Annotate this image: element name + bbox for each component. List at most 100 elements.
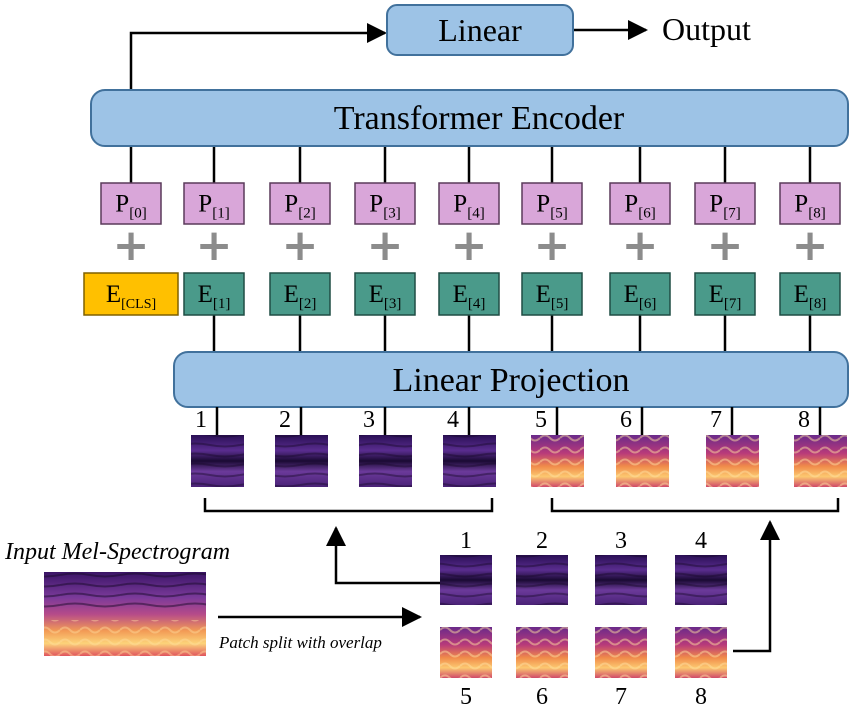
patch-number-label: 6: [620, 407, 632, 433]
embedding-token-3: E[3]: [354, 272, 416, 316]
split-patch-8: [675, 627, 727, 678]
input-mel-spectrogram: [44, 572, 206, 656]
position-token-6: P[6]: [609, 182, 671, 225]
position-token-5: P[5]: [521, 182, 583, 225]
embedding-token-7: E[7]: [694, 272, 756, 316]
linear-block: Linear: [386, 4, 574, 56]
position-token-8-box: [779, 182, 841, 225]
cls-output-connector: [129, 23, 387, 90]
embedding-token-4: E[4]: [438, 272, 500, 316]
input-spectrogram-caption: Input Mel-Spectrogram: [4, 539, 230, 565]
position-token-3-label: P[3]: [369, 191, 400, 222]
patch-image-2: [275, 435, 328, 487]
right-group-arrow: [733, 520, 780, 653]
plus-icon: +: [534, 220, 571, 271]
position-token-8: P[8]: [779, 182, 841, 225]
linear-label: Linear: [438, 12, 522, 48]
split-patch-6: [516, 627, 568, 678]
cls-token-box: [83, 272, 179, 316]
patch-number-label: 4: [447, 407, 459, 433]
position-token-1: P[1]: [183, 182, 245, 225]
position-token-4: P[4]: [438, 182, 500, 225]
patch-number-label: 1: [195, 407, 207, 433]
position-token-2-box: [269, 182, 331, 225]
plus-icon: +: [113, 220, 150, 271]
transformer-encoder-block: Transformer Encoder: [90, 89, 849, 147]
embedding-token-2-label: E[2]: [284, 281, 317, 312]
patch-image-7: [706, 435, 759, 487]
position-token-4-box: [438, 182, 500, 225]
split-patch-7: [595, 627, 647, 678]
linear-projection-block: Linear Projection: [173, 351, 849, 408]
embedding-token-6-box: [609, 272, 671, 316]
embedding-token-7-label: E[7]: [709, 281, 742, 312]
position-token-5-label: P[5]: [536, 191, 567, 222]
patch-embedding-row: E[CLS] E[1] E[2] E[3] E[4] E[5] E[6] E[7] E[8]: [83, 272, 841, 316]
patch-number-label: 3: [363, 407, 375, 433]
position-token-2-label: P[2]: [284, 191, 315, 222]
position-token-1-label: P[1]: [198, 191, 229, 222]
plus-icon: +: [451, 220, 488, 271]
split-patch-number-label: 4: [695, 528, 707, 554]
position-token-7-label: P[7]: [709, 191, 740, 222]
embedding-token-8-label: E[8]: [794, 281, 827, 312]
embedding-token-8: E[8]: [779, 272, 841, 316]
position-token-0: P[0]: [100, 182, 162, 225]
patch-image-3: [359, 435, 412, 487]
plus-icon: +: [792, 220, 829, 271]
split-patch-5: [440, 627, 492, 678]
transformer-encoder-box: [90, 89, 849, 147]
embedding-token-5-label: E[5]: [536, 281, 569, 312]
patch-image-4: [443, 435, 496, 487]
linear-projection-box: [173, 351, 849, 408]
split-patch-1: [440, 555, 492, 605]
position-embedding-row: P[0] P[1] P[2] P[3] P[4] P[5] P[6] P[7] P[8]: [100, 182, 841, 225]
patch-number-label: 7: [710, 407, 722, 433]
embedding-token-2: E[2]: [269, 272, 331, 316]
left-group-arrow: [326, 526, 440, 585]
split-patch-number-label: 1: [460, 528, 472, 554]
position-token-2: P[2]: [269, 182, 331, 225]
output-label: Output: [662, 11, 751, 47]
split-patch-3: [595, 555, 647, 605]
cls-token-label: E[CLS]: [106, 281, 156, 312]
position-token-3-box: [354, 182, 416, 225]
split-patch-2: [516, 555, 568, 605]
split-patch-number-label: 5: [460, 684, 472, 710]
connector-lines: [129, 20, 840, 653]
position-token-7: P[7]: [694, 182, 756, 225]
embedding-token-6-label: E[6]: [624, 281, 657, 312]
position-token-6-box: [609, 182, 671, 225]
plus-icon: +: [367, 220, 404, 271]
embedding-token-4-box: [438, 272, 500, 316]
position-token-8-label: P[8]: [794, 191, 825, 222]
split-patch-number-label: 6: [536, 684, 548, 710]
embedding-token-3-box: [354, 272, 416, 316]
embedding-token-7-box: [694, 272, 756, 316]
linear-projection-label: Linear Projection: [393, 362, 630, 399]
position-token-1-box: [183, 182, 245, 225]
position-token-0-label: P[0]: [115, 191, 146, 222]
patch-image-1: [191, 435, 244, 487]
embedding-token-1: E[1]: [183, 272, 245, 316]
position-token-4-label: P[4]: [453, 191, 484, 222]
plus-icon: +: [196, 220, 233, 271]
position-token-7-box: [694, 182, 756, 225]
right-patch-group-bracket: [550, 498, 840, 513]
position-token-0-box: [100, 182, 162, 225]
plus-symbol-row: +++++++++: [113, 220, 829, 271]
cls-token: E[CLS]: [83, 272, 179, 316]
embedding-token-8-box: [779, 272, 841, 316]
patch-image-5: [531, 435, 584, 487]
position-token-6-label: P[6]: [624, 191, 655, 222]
patch-number-label: 8: [798, 407, 810, 433]
split-patch-number-label: 3: [615, 528, 627, 554]
plus-icon: +: [282, 220, 319, 271]
embedding-token-4-label: E[4]: [453, 281, 486, 312]
patch-image-6: [616, 435, 669, 487]
embedding-token-1-box: [183, 272, 245, 316]
split-patch-number-label: 8: [695, 684, 707, 710]
embedding-token-1-label: E[1]: [198, 281, 231, 312]
